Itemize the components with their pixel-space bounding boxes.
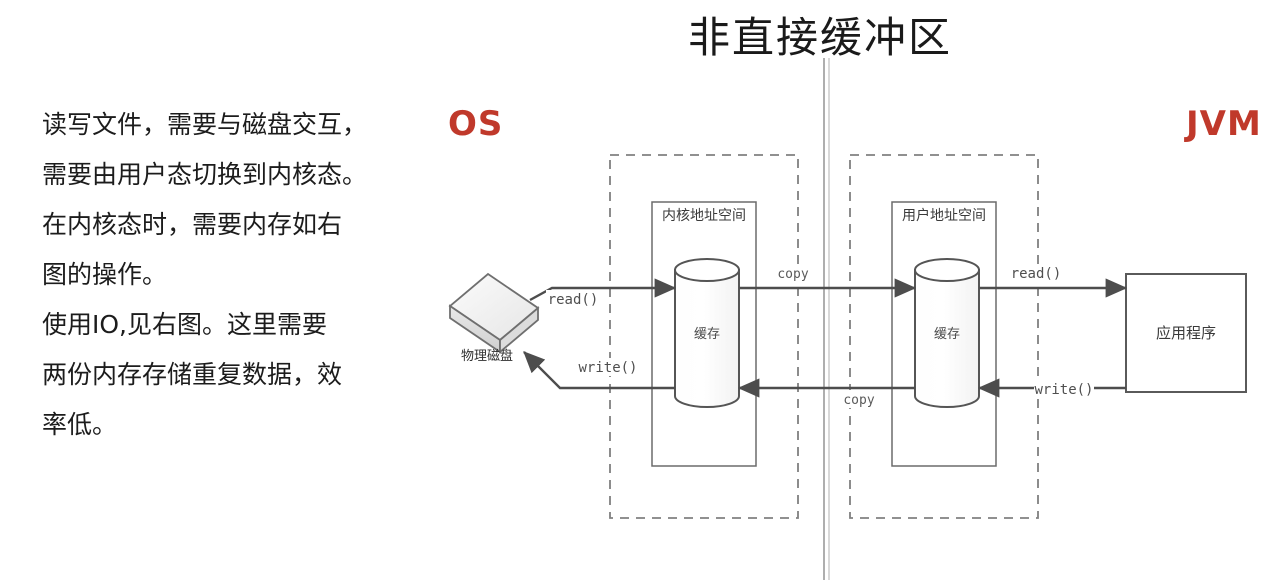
write-label-bg-1 <box>578 358 638 376</box>
user-address-space-box <box>891 201 997 467</box>
read-label-bg-1 <box>546 290 600 308</box>
read-label-bg-2 <box>1008 264 1064 282</box>
application-program-label: 应用程序 <box>1156 324 1216 342</box>
kernel-address-space-box <box>651 201 757 467</box>
arrow-kernel-to-disk-write <box>523 351 675 390</box>
user-buffer-label: 缓存 <box>934 327 960 342</box>
app-write-label: write() <box>1034 382 1093 398</box>
kernel-address-space-label: 内核地址空间 <box>662 208 746 224</box>
description-line-3: 在内核态时，需要内存如右 <box>42 210 343 239</box>
os-zone-label: OS <box>448 104 504 144</box>
description-line-7: 率低。 <box>42 410 118 439</box>
copy-to-user-label: copy <box>777 267 808 282</box>
kernel-buffer-cylinder <box>674 258 740 408</box>
description-line-5: 使用IO,见右图。这里需要 <box>42 310 327 339</box>
disk-read-label: read() <box>548 292 599 308</box>
os-dashed-region <box>609 154 799 519</box>
disk-write-label: write() <box>578 360 637 376</box>
os-jvm-divider <box>823 58 830 580</box>
user-address-space-label: 用户地址空间 <box>902 207 986 224</box>
copy-to-kernel-label: copy <box>843 393 874 408</box>
physical-disk-label: 物理磁盘 <box>461 348 513 364</box>
user-buffer-cylinder <box>914 258 980 408</box>
description-text-block: 读写文件，需要与磁盘交互， 需要由用户态切换到内核态。 在内核态时，需要内存如右… <box>42 100 422 450</box>
arrow-disk-to-kernel <box>529 278 677 302</box>
jvm-zone-label: JVM <box>1186 104 1262 144</box>
description-line-4: 图的操作。 <box>42 260 168 289</box>
description-line-6: 两份内存存储重复数据，效 <box>42 360 343 389</box>
jvm-dashed-region <box>849 154 1039 519</box>
copy-label-bg-1 <box>772 264 814 282</box>
write-label-bg-2 <box>1034 380 1094 398</box>
description-line-1: 读写文件，需要与磁盘交互， <box>42 110 368 139</box>
description-line-2: 需要由用户态切换到内核态。 <box>42 160 368 189</box>
application-program-box <box>1125 273 1247 393</box>
kernel-buffer-label: 缓存 <box>694 327 720 342</box>
physical-disk-icon <box>448 272 540 354</box>
app-read-label: read() <box>1011 266 1062 282</box>
copy-label-bg-2 <box>838 390 880 408</box>
page-title: 非直接缓冲区 <box>687 13 952 62</box>
